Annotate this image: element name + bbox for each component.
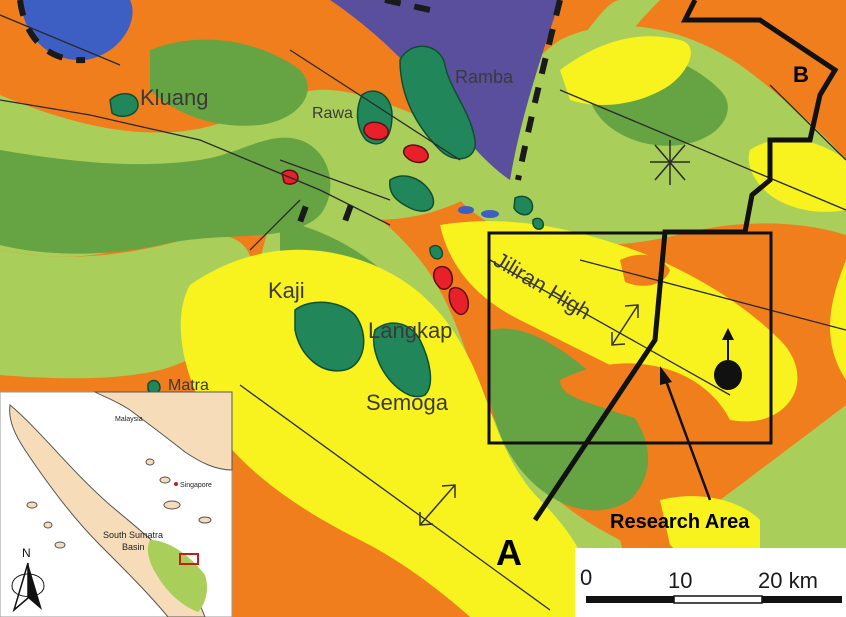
red-fields — [281, 121, 470, 316]
inset-label-basin-1: South Sumatra — [103, 530, 163, 540]
blue-basin-nw — [20, 0, 133, 61]
anticline-star-icon — [650, 140, 690, 185]
label-ramba: Ramba — [455, 67, 514, 87]
inset-islands — [26, 458, 212, 549]
orange-zones-south — [560, 254, 730, 426]
inset-malaysia — [93, 391, 233, 471]
label-kaji: Kaji — [268, 278, 305, 303]
double-arrow-icon — [611, 304, 639, 346]
label-langkap: Langkap — [368, 318, 452, 343]
inset-research-box — [179, 553, 199, 565]
inset-basin — [147, 540, 208, 612]
scale-tick-20: 20 km — [758, 568, 818, 593]
label-kluang: Kluang — [140, 85, 209, 110]
profile-label-b: B — [793, 62, 809, 87]
inset-north-label: N — [22, 546, 31, 560]
label-rawa: Rawa — [312, 105, 353, 122]
scale-tick-0: 0 — [580, 565, 592, 590]
inset-label-singapore: Singapore — [180, 482, 212, 489]
research-area-arrow-icon — [660, 366, 712, 501]
basin-boundary-dashes — [17, 0, 563, 181]
double-arrow-sw-icon — [419, 484, 456, 526]
fault-lines — [0, 14, 846, 611]
profile-label-a: A — [496, 532, 522, 573]
blue-lakes — [458, 206, 499, 218]
inset-label-malaysia: Malaysia — [115, 416, 143, 423]
research-area-label: Research Area — [610, 511, 750, 533]
inset-north-arrow-icon: N — [11, 546, 45, 613]
label-semoga: Semoga — [366, 390, 449, 415]
scale-tick-10: 10 — [668, 568, 692, 593]
label-matra: Matra — [168, 377, 209, 394]
research-north-arrow-icon — [714, 328, 742, 390]
research-area-box — [487, 231, 773, 445]
inset-label-basin-2: Basin — [122, 542, 145, 552]
inset-singapore-dot — [174, 482, 178, 486]
scale-bar: 0 10 20 km — [575, 548, 846, 617]
inset-map: Malaysia Singapore South Sumatra Basin N — [0, 391, 233, 617]
fault-ticks — [297, 204, 354, 223]
